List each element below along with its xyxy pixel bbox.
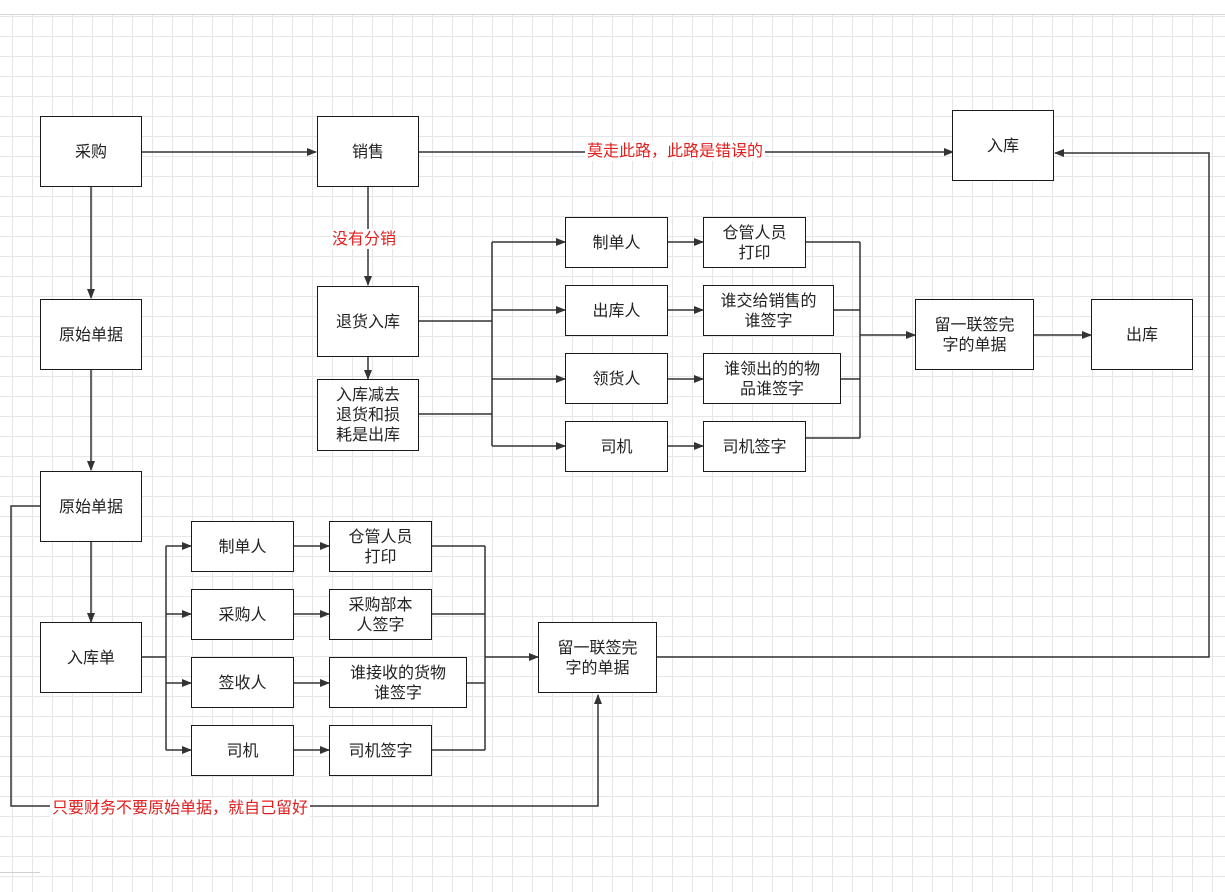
canvas-top-bar (0, 0, 1225, 15)
node-lower-sijiqianzi[interactable]: 司机签字 (329, 725, 432, 776)
node-upper-chukuren[interactable]: 出库人 (565, 285, 668, 336)
canvas-corner-mark (0, 872, 40, 873)
label-finance-note: 只要财务不要原始单据，就自己留好 (50, 798, 311, 818)
node-lower-qianshouren[interactable]: 签收人 (191, 657, 294, 708)
node-lower-shuijieshou[interactable]: 谁接收的货物 谁签字 (329, 657, 467, 708)
label-wrong-path: 莫走此路，此路是错误的 (585, 141, 766, 161)
node-yuanshi-danju-1[interactable]: 原始单据 (40, 299, 142, 370)
node-upper-cangguan[interactable]: 仓管人员 打印 (703, 217, 806, 268)
node-tuihuo-ruku[interactable]: 退货入库 (317, 286, 419, 357)
node-upper-linghuoren[interactable]: 领货人 (565, 353, 668, 404)
edge-yuanshi-bypass (10, 505, 602, 807)
node-lower-liuyilian[interactable]: 留一联签完 字的单据 (538, 622, 657, 693)
node-ruku[interactable]: 入库 (952, 110, 1054, 181)
node-upper-shuiling[interactable]: 谁领出的的物 品谁签字 (703, 353, 841, 404)
node-upper-liuyilian[interactable]: 留一联签完 字的单据 (915, 299, 1034, 370)
node-lower-caigoubu[interactable]: 采购部本 人签字 (329, 589, 432, 640)
node-lower-zhidanren[interactable]: 制单人 (191, 521, 294, 572)
node-lower-siji[interactable]: 司机 (191, 725, 294, 776)
label-no-distribution: 没有分销 (330, 229, 399, 249)
node-lower-caigouren[interactable]: 采购人 (191, 589, 294, 640)
node-ruku-dan[interactable]: 入库单 (40, 622, 142, 693)
node-caigou[interactable]: 采购 (40, 116, 142, 187)
node-upper-sijiqianzi[interactable]: 司机签字 (703, 421, 806, 472)
node-ruku-jianqu[interactable]: 入库减去 退货和损 耗是出库 (317, 379, 419, 451)
node-xiaoshou[interactable]: 销售 (317, 116, 419, 187)
edge-lliuyi-rukutop (656, 149, 1210, 658)
node-yuanshi-danju-2[interactable]: 原始单据 (40, 471, 142, 542)
node-chuku[interactable]: 出库 (1091, 299, 1193, 370)
node-lower-cangguan[interactable]: 仓管人员 打印 (329, 521, 432, 572)
node-upper-zhidanren[interactable]: 制单人 (565, 217, 668, 268)
node-upper-siji[interactable]: 司机 (565, 421, 668, 472)
node-upper-shuijiao[interactable]: 谁交给销售的 谁签字 (703, 285, 834, 336)
